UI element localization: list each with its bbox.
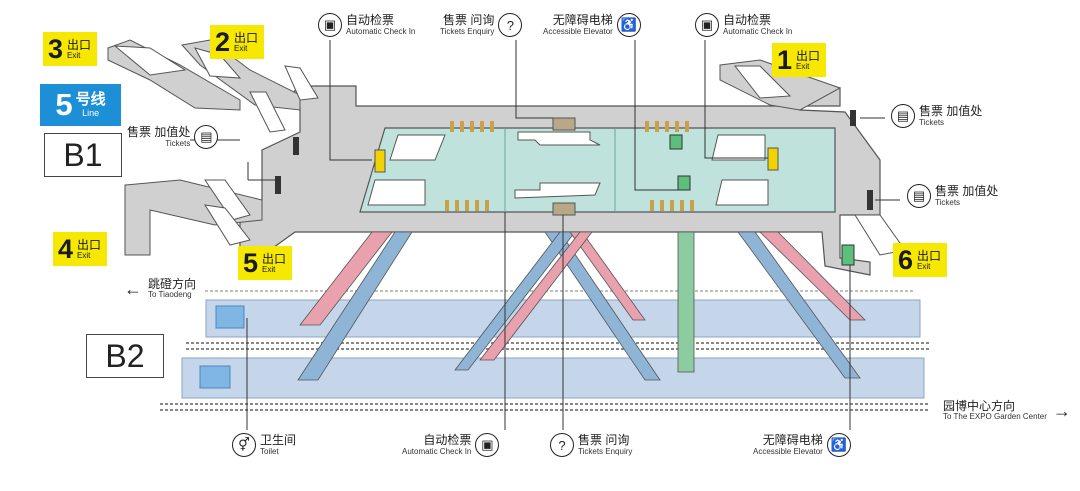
exit-label-en: Exit — [262, 264, 276, 274]
exit-label-en: Exit — [796, 61, 810, 71]
facility-label-en: Tickets Enquiry — [440, 27, 495, 37]
ticket-machine-icon: ▤ — [907, 184, 931, 208]
exit-number: 4 — [58, 233, 74, 264]
exit-escalators — [113, 45, 906, 256]
accessible-elevator-icon: ♿ — [616, 13, 641, 37]
facility-label-zh: 售票 问询 — [443, 12, 495, 27]
facility-label-en: Tickets — [165, 139, 191, 149]
arrow-right-icon: → — [1052, 400, 1071, 421]
exit-label-en: Exit — [917, 261, 931, 271]
enquiry-desk-icon: ? — [498, 13, 523, 37]
ticket-machine-icon: ▤ — [194, 125, 219, 149]
facility-label-zh: 无障碍电梯 — [552, 12, 613, 27]
leader-lines — [190, 40, 900, 430]
ticket-gate-icon: ▣ — [475, 433, 500, 457]
line-label-zh: 号线 — [75, 91, 106, 108]
exit-label-zh: 出口 — [234, 30, 259, 45]
exit-label-en: Exit — [77, 250, 91, 260]
direction-east: 园博中心方向 To The EXPO Garden Center → — [943, 399, 1071, 422]
facility-label-en: Tickets Enquiry — [578, 447, 633, 457]
facility-label-zh: 自动检票 — [723, 12, 772, 27]
exit-label-zh: 出口 — [917, 248, 942, 263]
facility-label-zh: 卫生间 — [260, 432, 297, 447]
direction-label-en: To The EXPO Garden Center — [943, 412, 1047, 422]
ticket-machine-icon: ▤ — [891, 104, 915, 128]
direction-label-zh: 跳磴方向 — [148, 277, 197, 291]
exit-number: 2 — [215, 26, 231, 57]
facility-label-zh: 自动检票 — [346, 12, 395, 27]
facility-label-zh: 自动检票 — [423, 432, 472, 447]
facility-label-en: Toilet — [260, 447, 279, 457]
accessible-elevator-icon: ♿ — [826, 433, 851, 457]
facility-label-en: Automatic Check In — [402, 447, 472, 457]
ticket-gate-icon: ▣ — [695, 13, 719, 37]
ticket-gate-icon: ▣ — [318, 13, 342, 37]
exit-number: 1 — [777, 44, 793, 75]
exit-number: 6 — [898, 244, 914, 275]
arrow-left-icon: ← — [124, 278, 142, 299]
facility-label-zh: 售票 加值处 — [127, 124, 191, 139]
exit-label-zh: 出口 — [796, 48, 821, 63]
level-b1-label: B1 — [44, 133, 122, 177]
facility-label-zh: 售票 加值处 — [935, 183, 999, 198]
direction-label-zh: 园博中心方向 — [943, 399, 1016, 413]
direction-label-en: To Tiaodeng — [148, 290, 192, 300]
line-number: 5 — [55, 87, 73, 122]
facility-label-en: Accessible Elevator — [543, 27, 613, 37]
facility-label-en: Automatic Check In — [346, 27, 416, 37]
facility-label-zh: 无障碍电梯 — [762, 432, 823, 447]
exit-number: 3 — [48, 33, 64, 64]
enquiry-desk-icon: ? — [550, 433, 574, 457]
paid-area — [359, 127, 836, 213]
facility-label-zh: 售票 加值处 — [919, 103, 983, 118]
exit-label-zh: 出口 — [262, 251, 287, 266]
exit-label-zh: 出口 — [77, 237, 102, 252]
exit-label-en: Exit — [234, 43, 248, 53]
facility-label-zh: 售票 问询 — [578, 432, 630, 447]
level-b2-label: B2 — [86, 334, 164, 378]
exit-label-zh: 出口 — [67, 37, 92, 52]
platform-stairs — [297, 231, 866, 381]
exit-number: 5 — [243, 247, 259, 278]
gates — [275, 110, 873, 266]
line-label-en: Line — [82, 108, 100, 118]
facility-label-en: Tickets — [935, 198, 961, 208]
toilet-icon: ⚥ — [232, 433, 256, 457]
facility-label-en: Tickets — [919, 118, 945, 128]
facility-label-en: Automatic Check In — [723, 27, 793, 37]
facility-label-en: Accessible Elevator — [753, 447, 823, 457]
b2-platforms — [160, 290, 930, 411]
line-5-badge: 5 号线 Line — [40, 84, 121, 126]
exit-label-en: Exit — [67, 50, 81, 60]
direction-west: ← 跳磴方向 To Tiaodeng — [124, 277, 197, 300]
